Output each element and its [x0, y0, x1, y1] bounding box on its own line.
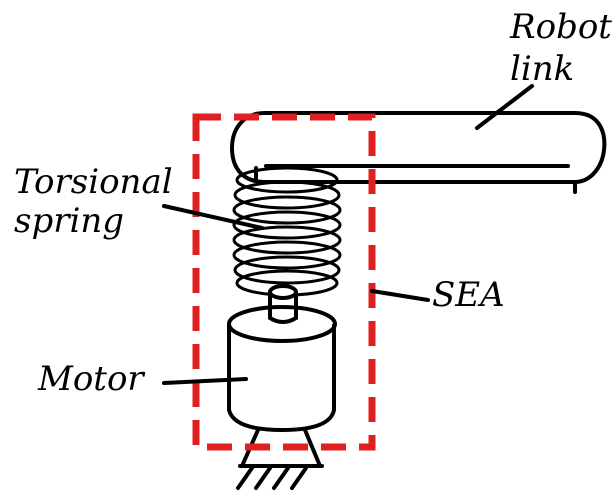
- robot-link-leader: [475, 84, 534, 130]
- robot-link-label-line1: Robot: [509, 7, 612, 47]
- torsional-spring: [232, 166, 342, 297]
- sea-leader: [370, 289, 430, 302]
- motor: [227, 305, 337, 432]
- ground-mount: [236, 428, 324, 490]
- motor-shaft: [268, 284, 298, 324]
- sea-label: SEA: [432, 275, 505, 315]
- torsional-spring-label-line1: Torsional: [14, 162, 173, 202]
- robot-link-label-line2: link: [510, 49, 574, 89]
- sea-boundary: [192, 113, 376, 451]
- leader-lines: [162, 84, 534, 385]
- robot-link: [230, 111, 607, 194]
- torsional-spring-label-line2: spring: [14, 201, 124, 241]
- motor-leader: [162, 377, 248, 385]
- motor-label: Motor: [37, 359, 145, 399]
- torsional-spring-leader: [162, 204, 264, 230]
